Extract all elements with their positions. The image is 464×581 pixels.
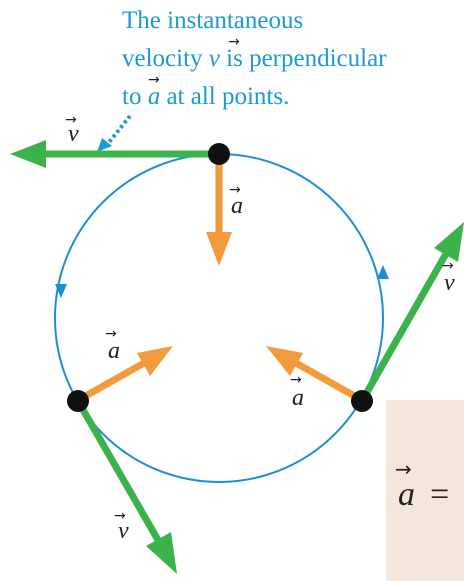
label-v-top-arrow: → bbox=[65, 112, 77, 128]
velocity-arrow-lower-left bbox=[74, 399, 162, 542]
caption-line-2-symbol: v bbox=[209, 45, 221, 72]
point-top bbox=[208, 143, 230, 165]
path-direction-left-icon bbox=[55, 284, 67, 298]
formula-text: → a = bbox=[395, 457, 449, 513]
caption-line-3: to a at all points. bbox=[122, 83, 289, 110]
velocity-arrowhead-lower-left bbox=[146, 532, 177, 574]
formula-lhs-symbol: a bbox=[398, 476, 415, 513]
vectors-lower-right: → a → v bbox=[266, 222, 464, 412]
acceleration-arrowhead-top bbox=[206, 232, 232, 266]
acceleration-arrow-lower-left bbox=[80, 359, 146, 402]
caption-line-3-suffix: at all points. bbox=[160, 83, 289, 110]
caption: The instantaneous velocity v is perpendi… bbox=[122, 7, 387, 110]
vectors-top: → v → a bbox=[10, 112, 243, 266]
label-a-lower-right: a bbox=[292, 385, 304, 411]
path-direction-right-icon bbox=[377, 265, 389, 279]
velocity-arrowhead-top bbox=[10, 140, 46, 168]
label-v-lower-left: v bbox=[118, 518, 129, 544]
acceleration-arrowhead-lower-left bbox=[137, 346, 173, 376]
label-a-lower-left-arrow: → bbox=[105, 326, 117, 342]
caption-pointer-head bbox=[97, 138, 112, 152]
formula-operator: = bbox=[430, 476, 449, 513]
velocity-arrow-lower-right bbox=[358, 250, 451, 403]
label-a-top: a bbox=[231, 193, 243, 219]
vectors-lower-left: → a → v bbox=[67, 326, 177, 574]
label-v-top: v bbox=[68, 121, 79, 147]
point-lower-right bbox=[351, 390, 373, 412]
caption-line-3-symbol: a bbox=[148, 83, 161, 110]
acceleration-arrowhead-lower-right bbox=[266, 346, 303, 376]
caption-pointer-dotted bbox=[104, 114, 132, 148]
caption-a-arrow: → bbox=[148, 72, 160, 88]
label-a-top-arrow: → bbox=[229, 182, 241, 198]
formula-lhs-arrow: → bbox=[395, 457, 412, 481]
formula-box bbox=[386, 400, 464, 581]
label-v-lower-right: v bbox=[444, 270, 455, 296]
caption-line-1: The instantaneous bbox=[122, 7, 303, 34]
caption-line-2-prefix: velocity bbox=[122, 45, 209, 72]
label-a-lower-left: a bbox=[108, 338, 120, 364]
caption-line-2-suffix: is perpendicular bbox=[220, 45, 387, 72]
label-v-lower-left-arrow: → bbox=[114, 508, 126, 524]
caption-line-2: velocity v is perpendicular bbox=[122, 45, 387, 72]
caption-v-arrow: → bbox=[228, 34, 240, 50]
velocity-arrowhead-lower-right bbox=[434, 222, 464, 262]
point-lower-left bbox=[67, 390, 89, 412]
caption-line-3-prefix: to bbox=[122, 83, 148, 110]
acceleration-arrow-lower-right bbox=[294, 359, 360, 402]
label-a-lower-right-arrow: → bbox=[290, 372, 302, 388]
label-v-lower-right-arrow: → bbox=[442, 258, 454, 274]
